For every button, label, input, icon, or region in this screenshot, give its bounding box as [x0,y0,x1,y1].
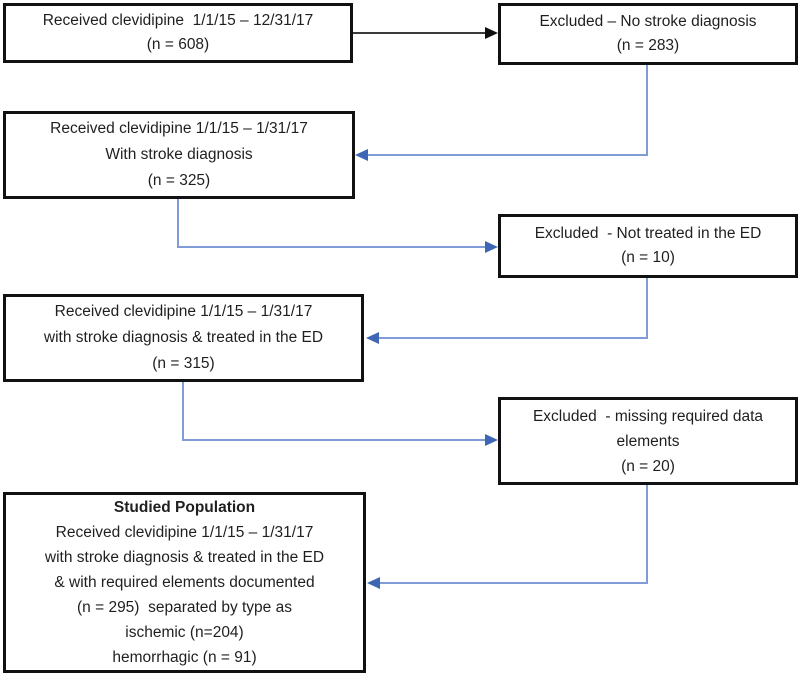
box-count: (n = 325) [147,172,211,189]
box-line: Excluded - Not treated in the ED [534,225,762,242]
arrow-line [646,485,648,583]
box-studied-population: Studied Population Received clevidipine … [3,492,366,673]
arrow-head-icon [367,577,380,589]
arrow-line [182,382,184,440]
box-count: ischemic (n=204) [125,624,244,641]
box-line: Received clevidipine 1/1/15 – 1/31/17 [54,303,313,320]
box-excluded-not-treated-ed: Excluded - Not treated in the ED (n = 10… [498,214,798,278]
box-received-all: Received clevidipine 1/1/15 – 12/31/17 (… [3,3,353,63]
box-count: (n = 283) [616,37,680,54]
arrow-head-icon [355,149,368,161]
box-line: with stroke diagnosis & treated in the E… [43,329,324,346]
box-line: Excluded – No stroke diagnosis [539,13,757,30]
box-line: & with required elements documented [54,574,315,591]
arrow-line [646,65,648,155]
box-with-stroke-diagnosis: Received clevidipine 1/1/15 – 1/31/17 Wi… [3,111,355,199]
box-line: with stroke diagnosis & treated in the E… [44,549,325,566]
box-count: (n = 608) [146,36,210,53]
arrow-line [646,278,648,338]
arrow-line [367,154,648,156]
box-excluded-missing-data: Excluded - missing required data element… [498,397,798,485]
arrow-head-icon [366,332,379,344]
box-line: Received clevidipine 1/1/15 – 1/31/17 [50,120,308,137]
arrow-line [182,439,486,441]
arrow-head-icon [485,241,498,253]
arrow-line [378,582,648,584]
box-line: Received clevidipine 1/1/15 – 12/31/17 [42,12,314,29]
box-count: hemorrhagic (n = 91) [112,649,257,666]
box-count: (n = 10) [621,249,675,266]
box-line: Excluded - missing required data element… [532,407,768,450]
arrow-head-icon [485,27,498,39]
box-line: Received clevidipine 1/1/15 – 1/31/17 [55,524,314,541]
box-stroke-treated-ed: Received clevidipine 1/1/15 – 1/31/17 wi… [3,294,364,382]
arrow-line [177,246,486,248]
box-count: (n = 20) [621,457,675,475]
box-count: (n = 295) separated by type as [77,599,292,616]
arrow-line [377,337,648,339]
arrow-head-icon [485,434,498,446]
box-count: (n = 315) [152,355,215,372]
box-title: Studied Population [113,499,256,516]
box-line: With stroke diagnosis [105,146,253,163]
box-excluded-no-stroke: Excluded – No stroke diagnosis (n = 283) [498,3,798,65]
arrow-line [353,32,487,34]
arrow-line [177,199,179,247]
